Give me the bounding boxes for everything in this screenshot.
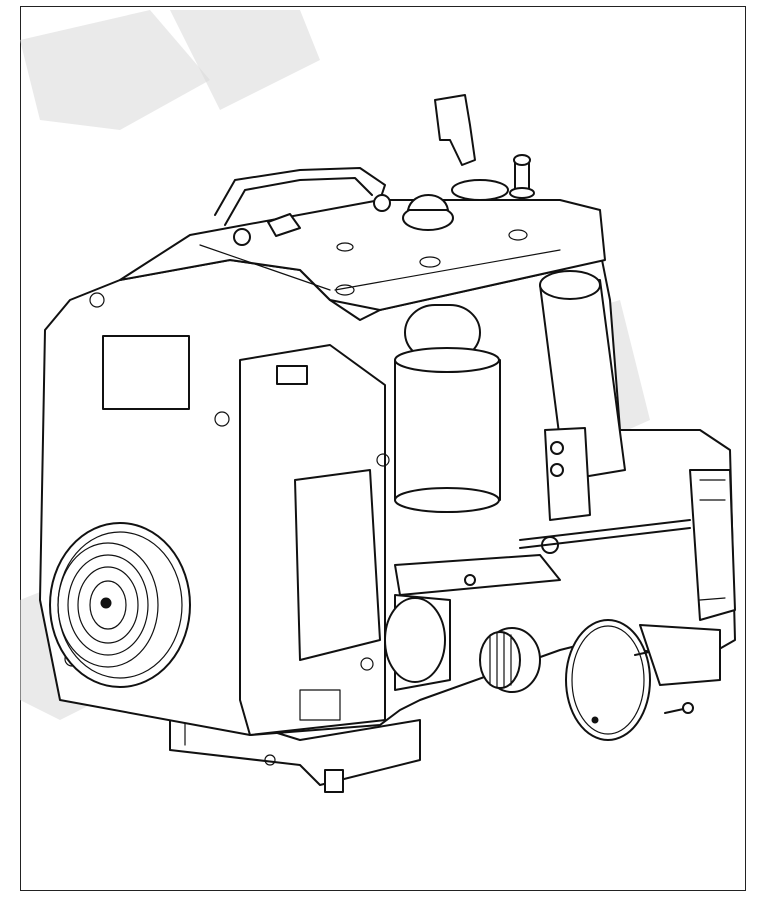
- dial-knob: [479, 627, 541, 693]
- handwheel: [49, 522, 191, 688]
- carry-handle: [214, 167, 391, 246]
- needle-bracket: [384, 427, 691, 691]
- right-housing: [639, 469, 736, 686]
- top-controls: [402, 94, 535, 231]
